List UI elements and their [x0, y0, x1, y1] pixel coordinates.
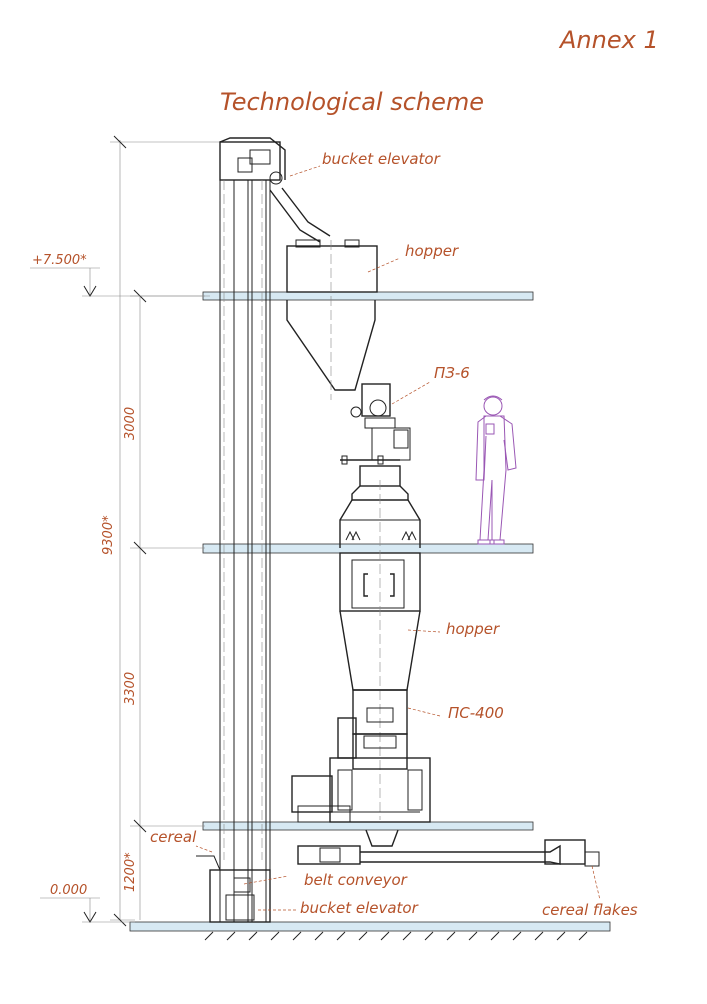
dim-1200-label: 1200*	[123, 852, 138, 892]
upper-hopper	[286, 239, 378, 400]
bucket-elevator	[196, 137, 331, 923]
ground-hatch-mark	[336, 931, 346, 941]
label-bucket-elevator-top: bucket elevator	[322, 150, 441, 168]
ground-hatch-mark	[314, 931, 324, 941]
level-top-label: +7.500*	[32, 253, 87, 268]
dimension-lines	[30, 135, 225, 927]
ground-hatch-mark	[534, 931, 544, 941]
steamer-unit	[339, 480, 421, 820]
ground-hatch-mark	[468, 931, 478, 941]
dim-9300-label: 9300*	[101, 515, 116, 555]
ground-hatch-mark	[226, 931, 236, 941]
ground-hatch-mark	[578, 931, 588, 941]
ground-hatch-mark	[292, 931, 302, 941]
pz6-flattener	[340, 383, 411, 501]
ground-hatch-mark	[446, 931, 456, 941]
leader-lines	[195, 165, 601, 911]
label-cereal: cereal	[150, 828, 197, 846]
person-figure	[475, 395, 517, 545]
floor-slabs	[129, 291, 611, 941]
label-hopper-middle: hopper	[446, 620, 500, 638]
label-hopper-top: hopper	[405, 242, 459, 260]
ground-hatch-mark	[248, 931, 258, 941]
ground-hatch-mark	[512, 931, 522, 941]
belt-conveyor	[297, 839, 600, 867]
label-belt-conveyor: belt conveyor	[304, 871, 408, 889]
ground-hatch	[204, 931, 588, 941]
ground-hatch-mark	[270, 931, 280, 941]
annex-label: Annex 1	[558, 26, 659, 54]
drawing-title: Technological scheme	[220, 88, 484, 116]
level-zero-label: 0.000	[50, 883, 87, 898]
ground-hatch-mark	[556, 931, 566, 941]
ground-hatch-mark	[490, 931, 500, 941]
ps400-press	[291, 689, 431, 847]
ground-hatch-mark	[402, 931, 412, 941]
label-ps400: ПС-400	[448, 704, 504, 722]
ground-hatch-mark	[204, 931, 214, 941]
dim-3000-label: 3000	[123, 407, 138, 440]
label-pz6: ПЗ-6	[434, 364, 470, 382]
ground-hatch-mark	[424, 931, 434, 941]
slab-ground	[129, 921, 611, 932]
dim-3300-label: 3300	[123, 672, 138, 705]
ground-hatch-mark	[358, 931, 368, 941]
ground-hatch-mark	[380, 931, 390, 941]
label-bucket-elevator-bottom: bucket elevator	[300, 899, 419, 917]
label-cereal-flakes: cereal flakes	[542, 901, 638, 919]
